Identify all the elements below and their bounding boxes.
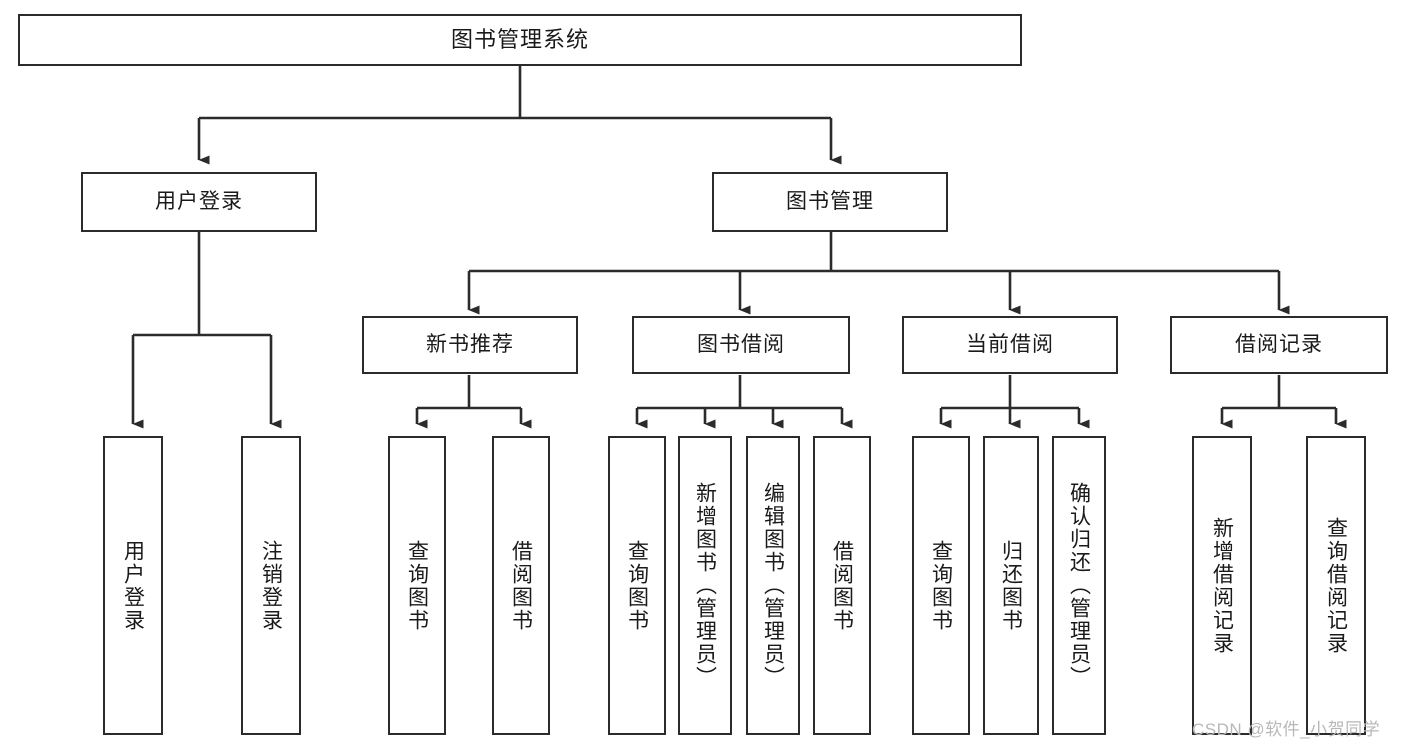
leaf-user-login-login[interactable]: 用户登录 [103, 436, 163, 735]
node-label: 查询图书 [929, 539, 953, 632]
node-label: 用户登录 [121, 539, 145, 632]
leaf-borrow-borrow-book[interactable]: 借阅图书 [813, 436, 871, 735]
leaf-user-login-logout[interactable]: 注销登录 [241, 436, 301, 735]
node-label: 借阅图书 [509, 539, 533, 632]
node-label: 当前借阅 [966, 332, 1054, 356]
node-label: 查询图书 [405, 539, 429, 632]
node-book-borrow[interactable]: 图书借阅 [632, 316, 850, 374]
leaf-current-query-book[interactable]: 查询图书 [912, 436, 970, 735]
leaf-record-query-record[interactable]: 查询借阅记录 [1306, 436, 1366, 735]
node-label: 新书推荐 [426, 332, 514, 356]
leaf-current-return-book[interactable]: 归还图书 [983, 436, 1039, 735]
leaf-borrow-add-book-admin[interactable]: 新增图书（管理员） [678, 436, 732, 735]
leaf-borrow-query-book[interactable]: 查询图书 [608, 436, 666, 735]
node-root-system[interactable]: 图书管理系统 [18, 14, 1022, 66]
node-label: 图书管理系统 [450, 27, 589, 53]
node-user-login[interactable]: 用户登录 [81, 172, 317, 232]
node-label: 查询借阅记录 [1324, 516, 1348, 655]
node-book-management[interactable]: 图书管理 [712, 172, 948, 232]
node-label: 图书借阅 [697, 332, 785, 356]
leaf-current-confirm-return-admin[interactable]: 确认归还（管理员） [1052, 436, 1106, 735]
node-label: 确认归还（管理员） [1067, 482, 1091, 689]
leaf-borrow-edit-book-admin[interactable]: 编辑图书（管理员） [746, 436, 800, 735]
leaf-new-book-query[interactable]: 查询图书 [388, 436, 446, 735]
node-label: 新增图书（管理员） [693, 482, 717, 689]
node-label: 编辑图书（管理员） [761, 482, 785, 689]
csdn-watermark: CSDN @软件_小贺同学 [1192, 720, 1381, 739]
node-label: 图书管理 [786, 189, 874, 213]
node-label: 用户登录 [155, 189, 243, 213]
node-label: 注销登录 [259, 539, 283, 632]
node-borrow-record[interactable]: 借阅记录 [1170, 316, 1388, 374]
node-label: 借阅记录 [1235, 332, 1323, 356]
leaf-new-book-borrow[interactable]: 借阅图书 [492, 436, 550, 735]
node-current-borrow[interactable]: 当前借阅 [902, 316, 1118, 374]
node-new-book-recommend[interactable]: 新书推荐 [362, 316, 578, 374]
node-label: 查询图书 [625, 539, 649, 632]
leaf-record-add-record[interactable]: 新增借阅记录 [1192, 436, 1252, 735]
node-label: 借阅图书 [830, 539, 854, 632]
node-label: 归还图书 [999, 539, 1023, 632]
node-label: 新增借阅记录 [1210, 516, 1234, 655]
